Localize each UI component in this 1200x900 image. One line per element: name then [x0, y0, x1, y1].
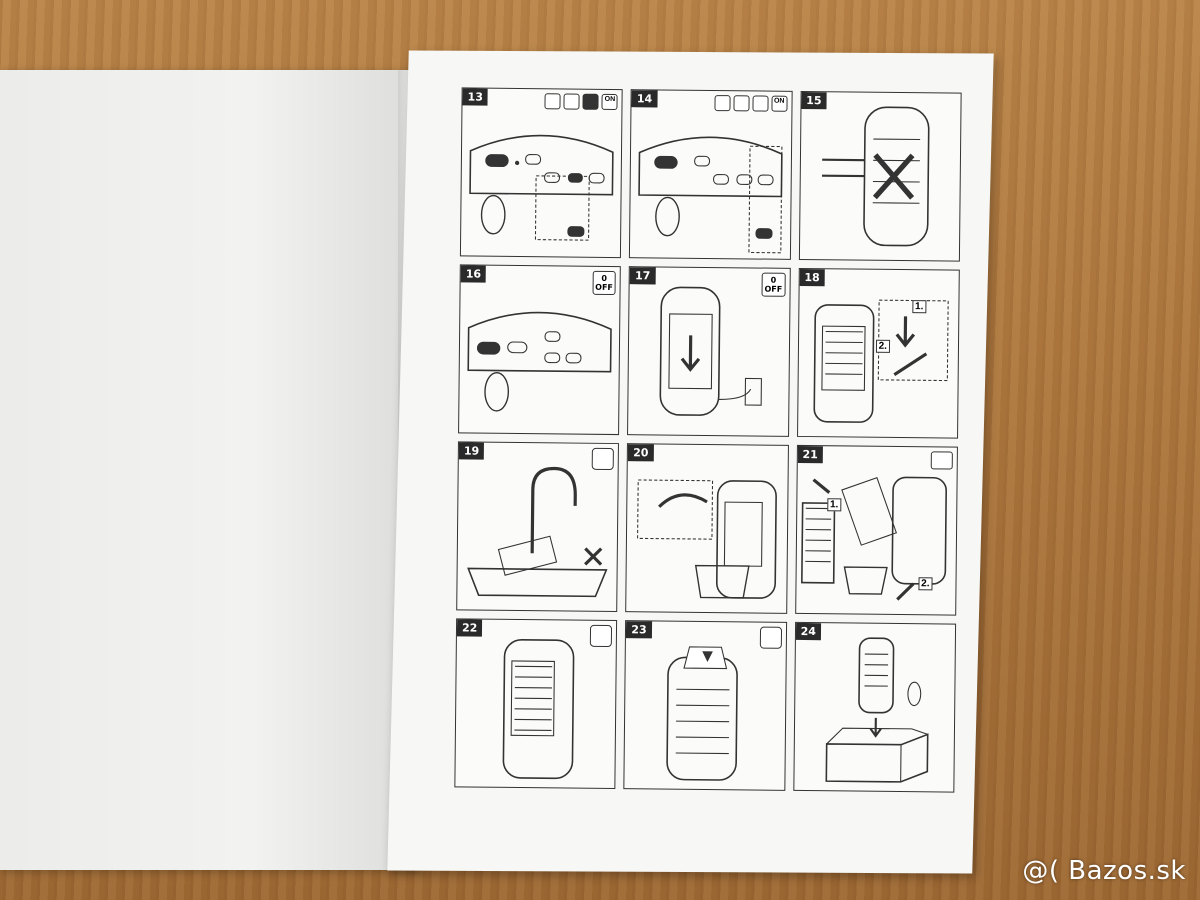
remove-tank-and-filter-illustration [800, 476, 947, 601]
remove-filter-illustration [813, 299, 949, 423]
left-blank-page [0, 70, 420, 870]
control-panel-illustration [467, 311, 612, 412]
pack-in-box-illustration [825, 637, 929, 783]
step-22-panel: 22 [454, 618, 618, 790]
unplug-illustration [659, 286, 763, 416]
step-16-panel: 16 0 OFF [458, 264, 622, 436]
reassembled-unit-illustration [502, 639, 575, 780]
step-2-label: 2. [918, 577, 933, 591]
do-not-touch-illustration [821, 106, 930, 247]
step-24-panel: 24 [792, 621, 957, 793]
step-1-label: 1. [911, 300, 927, 314]
step-14-panel: 14 ON [629, 89, 793, 260]
step-18-panel: 18 1. 2. [796, 267, 960, 439]
remove-tank-illustration [637, 479, 778, 599]
control-panel-illustration [469, 134, 614, 241]
step-13-panel: 13 ON [459, 87, 623, 259]
clean-housing-illustration [666, 646, 739, 781]
rinse-filter-illustration [467, 466, 608, 598]
step-15-panel: 15 [798, 90, 962, 262]
step-20-panel: 20 [625, 443, 789, 614]
bazos-watermark: @( Bazos.sk [1022, 856, 1186, 886]
step-21-panel: 21 1. 2. [794, 444, 958, 616]
instruction-grid: 13 ON 14 ON [454, 87, 962, 793]
step-2-label: 2. [875, 339, 891, 353]
step-23-panel: 23 [623, 620, 787, 791]
step-1-label: 1. [826, 498, 842, 512]
step-19-panel: 19 [456, 441, 620, 613]
control-panel-illustration [638, 136, 783, 254]
step-17-panel: 17 0 OFF [627, 266, 791, 437]
